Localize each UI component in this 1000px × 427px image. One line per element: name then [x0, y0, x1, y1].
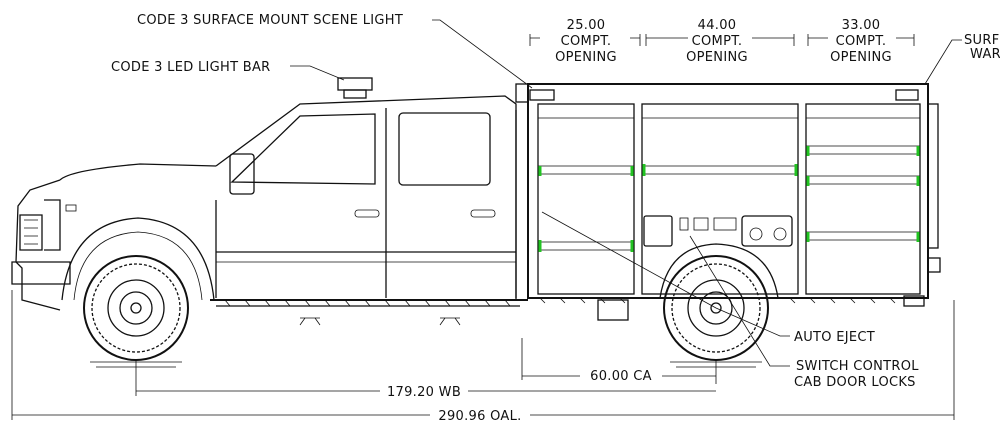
front-wheel [83, 255, 189, 368]
scene-light-callout: CODE 3 SURFACE MOUNT SCENE LIGHT [137, 13, 403, 28]
surface-warning-leader [924, 39, 962, 85]
auto-eject-leader [541, 211, 790, 337]
compartment-3-dimension: 33.00 COMPT. OPENING [807, 18, 915, 65]
wb-dimension-label: 179.20 WB [387, 385, 461, 400]
light-bar-callout: CODE 3 LED LIGHT BAR [111, 60, 271, 75]
surface-warning-callout-line2: WAR [970, 47, 1000, 62]
rescue-body [515, 83, 941, 321]
compartment-1-label2: OPENING [555, 50, 617, 65]
light-bar-leader [290, 65, 345, 81]
compartment-3-width: 33.00 [842, 18, 881, 33]
scene-light-leader [432, 19, 533, 89]
switch-control-leader [689, 235, 790, 367]
front-window [230, 113, 376, 185]
compartment-2 [641, 103, 799, 295]
side-mirror [229, 153, 255, 195]
truck-cab [11, 77, 528, 326]
compartment-1 [537, 103, 635, 295]
compartment-3-label: COMPT. [836, 34, 887, 49]
compartment-2-dimension: 44.00 COMPT. OPENING [645, 18, 795, 65]
compartment-3-label2: OPENING [830, 50, 892, 65]
switch-control-callout-line2: CAB DOOR LOCKS [794, 375, 916, 390]
compartment-1-dimension: 25.00 COMPT. OPENING [529, 18, 641, 65]
compartment-2-label2: OPENING [686, 50, 748, 65]
rear-window [398, 112, 491, 186]
dimension-ca: 60.00 CA [521, 338, 717, 384]
dimension-oal: 290.96 OAL. [11, 290, 955, 424]
compartment-2-label: COMPT. [692, 34, 743, 49]
switch-control-callout-line1: SWITCH CONTROL [796, 359, 919, 374]
compartment-2-width: 44.00 [698, 18, 737, 33]
compartment-1-width: 25.00 [567, 18, 606, 33]
rear-wheel [663, 255, 769, 368]
ca-dimension-label: 60.00 CA [590, 369, 652, 384]
auto-eject-callout: AUTO EJECT [794, 330, 875, 345]
compartment-1-label: COMPT. [561, 34, 612, 49]
compartment-3 [805, 103, 921, 295]
oal-dimension-label: 290.96 OAL. [438, 409, 521, 424]
surface-warning-callout-line1: SURF [964, 33, 999, 48]
dimension-wb: 179.20 WB [135, 360, 716, 400]
body-outline [527, 83, 929, 299]
